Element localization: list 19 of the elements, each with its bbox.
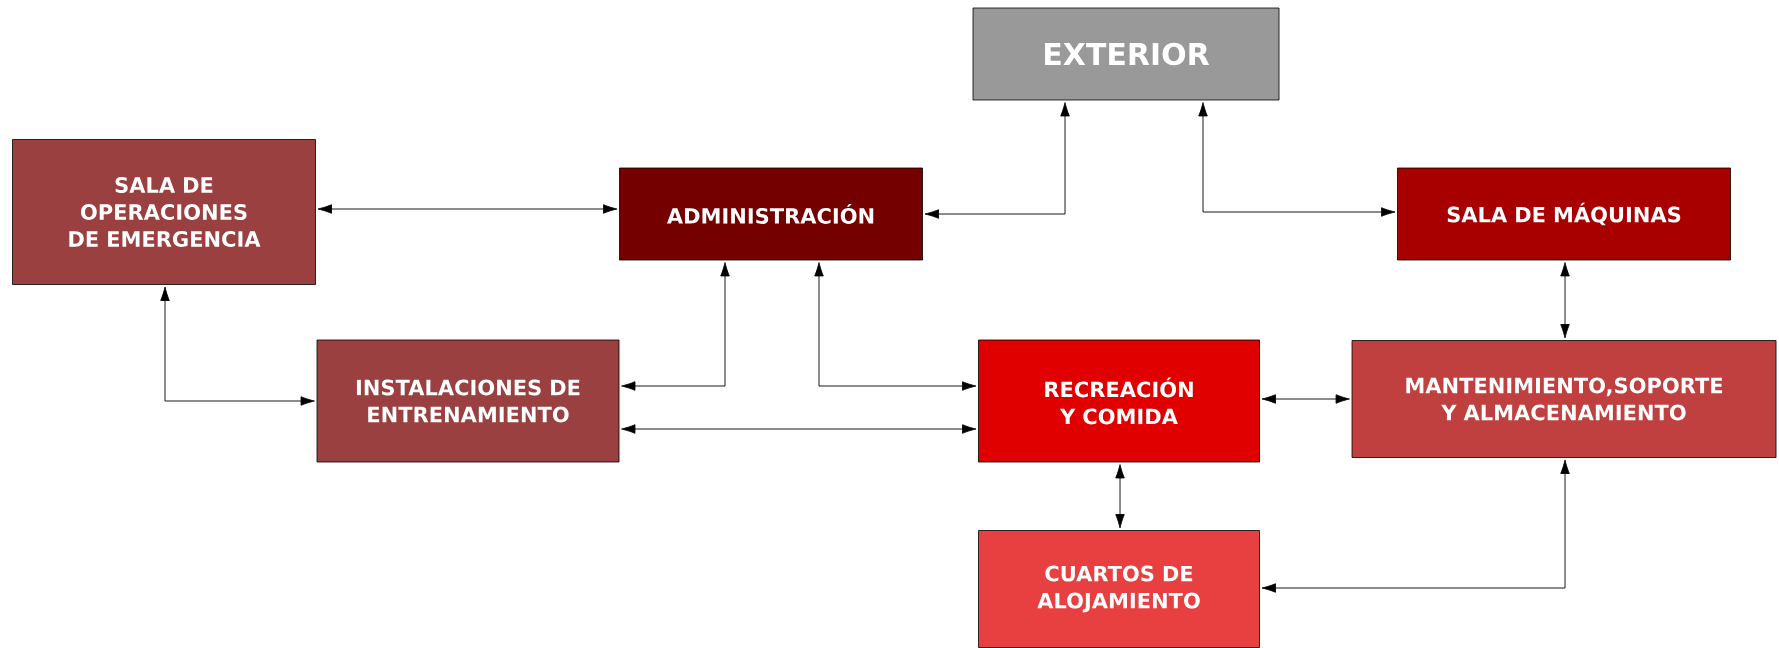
arrow xyxy=(621,424,977,434)
process-box: EXTERIOR xyxy=(972,7,1280,101)
process-box: SALA DE OPERACIONES DE EMERGENCIA xyxy=(12,139,316,285)
process-box: RECREACIÓN Y COMIDA xyxy=(978,339,1260,463)
process-box: MANTENIMIENTO,SOPORTE Y ALMACENAMIENTO xyxy=(1351,340,1777,458)
arrow xyxy=(1560,262,1570,339)
process-box: CUARTOS DE ALOJAMIENTO xyxy=(978,530,1260,648)
process-box: ADMINISTRACIÓN xyxy=(619,167,923,261)
arrow xyxy=(160,286,315,406)
arrow xyxy=(1115,464,1125,529)
process-box: SALA DE MÁQUINAS xyxy=(1397,167,1731,261)
arrow xyxy=(1261,394,1350,404)
arrow xyxy=(1198,102,1396,217)
process-box: INSTALACIONES DE ENTRENAMIENTO xyxy=(316,339,620,463)
arrow xyxy=(317,204,618,214)
arrow xyxy=(621,262,730,391)
arrow xyxy=(924,102,1070,219)
arrow xyxy=(1261,459,1570,593)
arrow xyxy=(814,262,977,391)
